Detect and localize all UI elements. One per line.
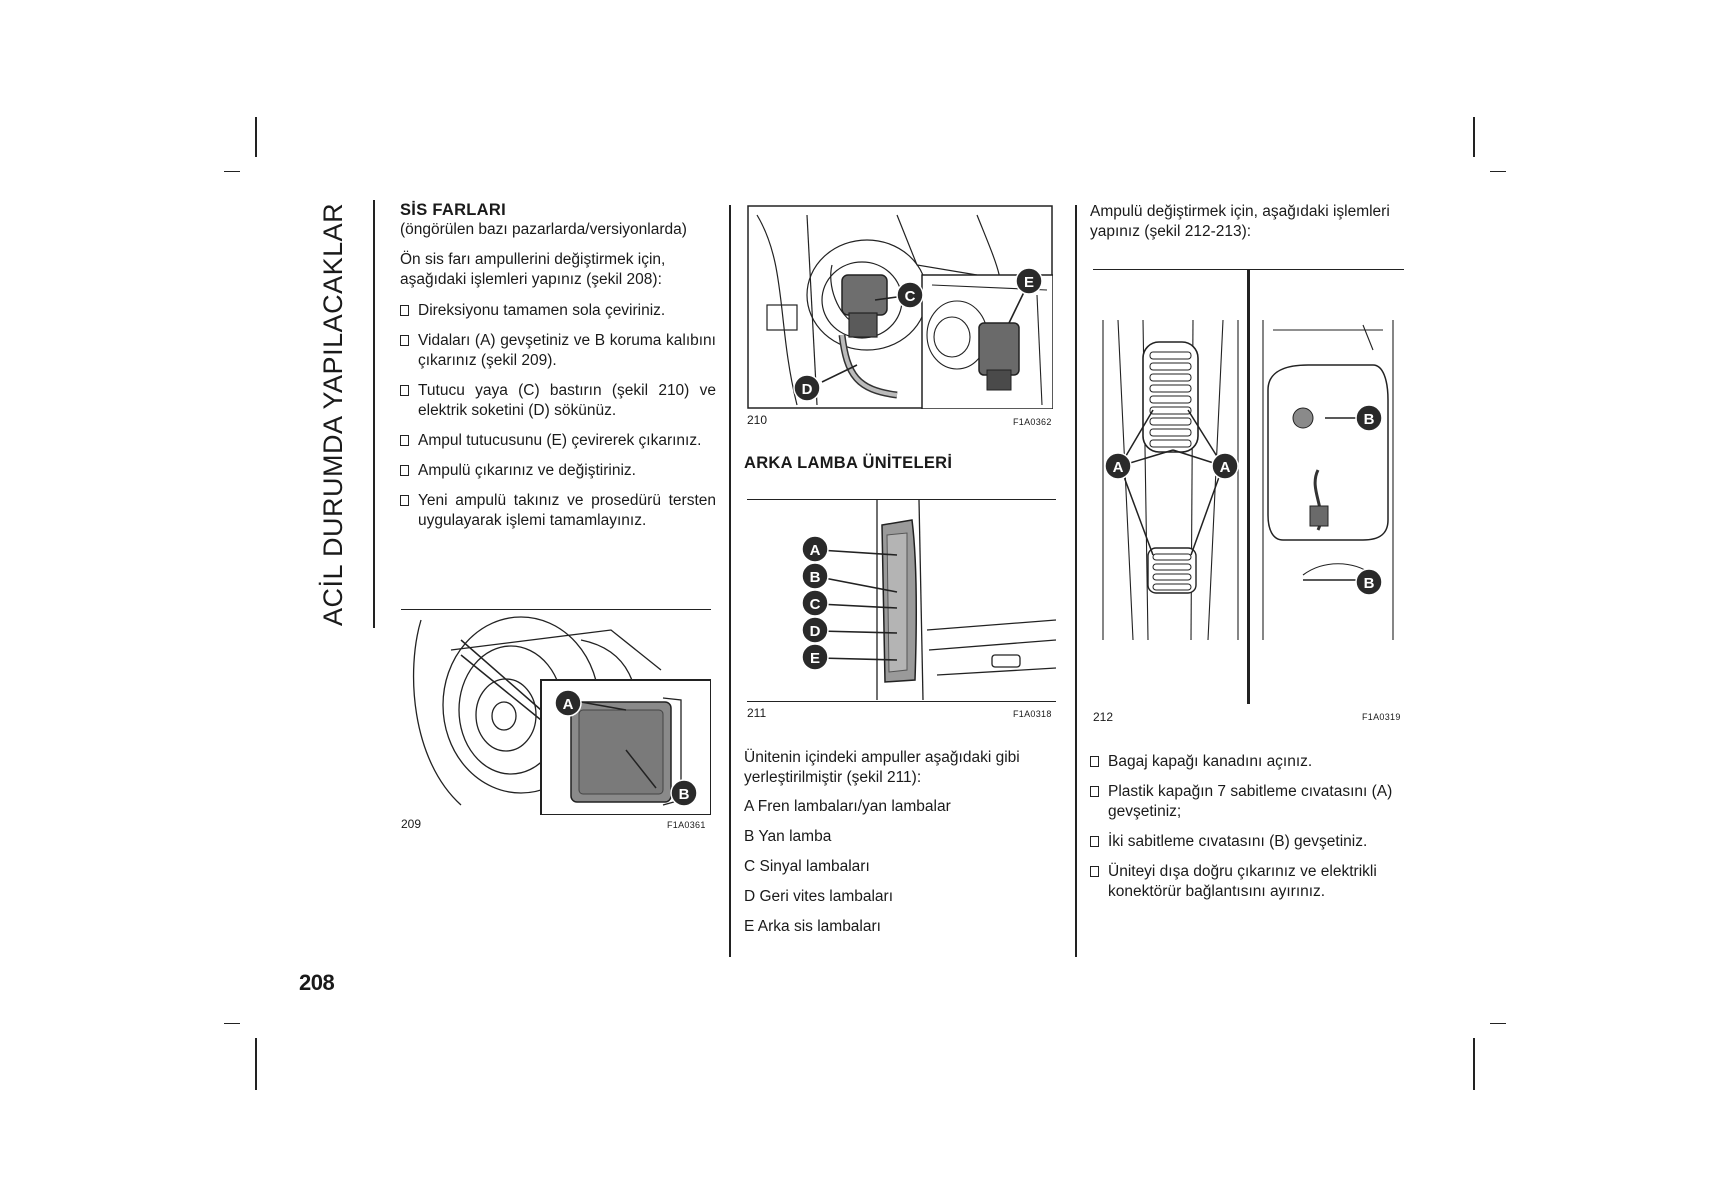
replace-intro: Ampulü değiştirmek için, aşağıdaki işlem… (1090, 203, 1390, 240)
column-divider (729, 205, 731, 957)
callout-D: D (793, 374, 821, 402)
figure-209-code: F1A0361 (667, 820, 706, 830)
figure-209-number: 209 (401, 817, 422, 831)
figure-210: C D E (747, 205, 1053, 409)
callout-label: A (1113, 459, 1124, 476)
callout-label: C (810, 596, 821, 613)
crop-mark (1490, 1023, 1506, 1024)
crop-mark (224, 1023, 240, 1024)
crop-mark (1473, 1038, 1475, 1090)
rear-lamp-steps: Bagaj kapağı kanadını açınız. Plastik ka… (1090, 752, 1410, 902)
callout-A: A (554, 689, 582, 717)
rear-lights-heading: ARKA LAMBA ÜNİTELERİ (744, 454, 953, 472)
figure-211: A B C D E (747, 500, 1056, 700)
callout-B: B (1355, 568, 1383, 596)
step-item: İki sabitleme cıvatasını (B) gevşetiniz. (1090, 832, 1410, 852)
crop-mark (255, 117, 257, 157)
column-divider (1075, 205, 1077, 957)
lamp-item: D Geri vites lambaları (744, 888, 894, 905)
callout-B: B (670, 779, 698, 807)
callout-label: B (810, 569, 821, 586)
crop-mark (224, 171, 240, 172)
figure-209: A B (401, 610, 711, 815)
callout-label: A (1220, 459, 1231, 476)
step-item: Ampul tutucusunu (E) çevirerek çıkarınız… (400, 431, 716, 451)
callout-E: E (801, 643, 829, 671)
side-title-rule (373, 200, 375, 628)
step-item: Direksiyonu tamamen sola çeviriniz. (400, 301, 716, 321)
callout-A: A (1211, 452, 1239, 480)
crop-mark (1490, 171, 1506, 172)
callout-A: A (1104, 452, 1132, 480)
step-item: Tutucu yaya (C) bastırın (şekil 210) ve … (400, 381, 716, 421)
lamp-item: A Fren lambaları/yan lambalar (744, 798, 951, 815)
crop-mark (255, 1038, 257, 1090)
step-item: Plastik kapağın 7 sabitleme cıvatasını (… (1090, 782, 1410, 822)
step-item: Üniteyi dışa doğru çıkarınız ve elektrik… (1090, 862, 1410, 902)
figure-top-rule (401, 609, 711, 610)
step-item: Ampulü çıkarınız ve değiştiriniz. (400, 461, 716, 481)
callout-B: B (801, 562, 829, 590)
lamp-item: B Yan lamba (744, 828, 832, 845)
rear-lights-heading-block: ARKA LAMBA ÜNİTELERİ (744, 453, 1059, 473)
figure-211-code: F1A0318 (1013, 709, 1052, 719)
lamp-item: E Arka sis lambaları (744, 918, 881, 935)
figure-210-number: 210 (747, 413, 768, 427)
figure-210-code: F1A0362 (1013, 417, 1052, 427)
lamp-item: C Sinyal lambaları (744, 858, 870, 875)
figure-211-number: 211 (747, 706, 767, 720)
step-item: Yeni ampulü takınız ve prosedürü tersten… (400, 491, 716, 531)
callout-D: D (801, 616, 829, 644)
figure-top-rule (747, 499, 1056, 500)
column-2-text: Ünitenin içindeki ampuller aşağıdaki gib… (744, 748, 1059, 947)
callout-label: B (1364, 575, 1375, 592)
callout-label: C (905, 288, 916, 305)
figure-212-number: 212 (1093, 710, 1114, 724)
figure-bottom-rule (747, 701, 1056, 702)
column-1: SİS FARLARI (öngörülen bazı pazarlarda/v… (400, 200, 716, 541)
callout-A: A (801, 535, 829, 563)
step-item: Bagaj kapağı kanadını açınız. (1090, 752, 1410, 772)
figure-211-illustration: A B C D E (801, 500, 1056, 700)
callout-label: A (810, 542, 821, 559)
callout-label: B (679, 786, 690, 803)
callout-label: D (810, 623, 821, 640)
figure-212: A A B B (1093, 270, 1404, 706)
callout-C: C (896, 281, 924, 309)
fog-lights-heading: SİS FARLARI (400, 201, 506, 219)
callout-label: D (802, 381, 813, 398)
callout-label: B (1364, 411, 1375, 428)
callout-label: E (1024, 274, 1034, 291)
fog-lights-intro: Ön sis farı ampullerini değiştirmek için… (400, 251, 666, 288)
rear-lights-intro: Ünitenin içindeki ampuller aşağıdaki gib… (744, 749, 1020, 786)
figure-209-illustration: A B (412, 616, 711, 815)
fog-lights-steps: Direksiyonu tamamen sola çeviriniz. Vida… (400, 301, 716, 531)
page-number: 208 (299, 970, 335, 995)
step-item: Vidaları (A) gevşetiniz ve B koruma kalı… (400, 331, 716, 371)
fog-lights-subheading: (öngörülen bazı pazarlarda/versiyonlarda… (400, 221, 687, 238)
callout-B: B (1355, 404, 1383, 432)
callout-label: A (563, 696, 574, 713)
figure-210-illustration: C D E (747, 205, 1053, 409)
figure-212-code: F1A0319 (1362, 712, 1401, 722)
column-3-intro: Ampulü değiştirmek için, aşağıdaki işlem… (1090, 202, 1400, 253)
crop-mark (1473, 117, 1475, 157)
callout-label: E (810, 650, 820, 667)
section-side-title: ACİL DURUMDA YAPILACAKLAR (318, 202, 348, 626)
callout-E: E (1015, 267, 1043, 295)
column-3-steps: Bagaj kapağı kanadını açınız. Plastik ka… (1090, 752, 1410, 912)
figure-212-illustration: A A B B (1102, 270, 1394, 704)
figure-top-rule (1093, 269, 1404, 270)
callout-C: C (801, 589, 829, 617)
